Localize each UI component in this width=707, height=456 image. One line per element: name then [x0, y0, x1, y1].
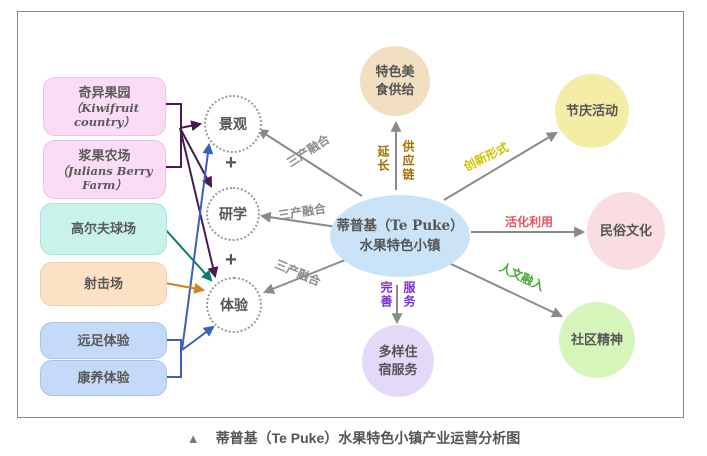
node-community-spirit: 社区精神: [559, 302, 635, 378]
node-line2: 食供给: [375, 82, 415, 97]
node-festival-activities: 节庆活动: [555, 74, 629, 148]
box-title: 浆果农场: [78, 147, 131, 163]
box-title: 奇异果园: [78, 84, 131, 100]
node-landscape: 景观: [204, 95, 262, 153]
node-folk-culture: 民俗文化: [587, 192, 665, 270]
node-line1: 多样住: [378, 344, 418, 359]
edge-label-supply-chain: 供应链: [401, 140, 415, 182]
node-line2: 宿服务: [378, 362, 418, 377]
node-label: 体验: [220, 297, 248, 313]
box-title: 高尔夫球场: [70, 221, 136, 236]
box-hiking-experience: 远足体验: [40, 322, 167, 359]
edge-label-service: 服务: [402, 281, 416, 309]
box-wellness-experience: 康养体验: [40, 360, 167, 396]
box-title: 康养体验: [77, 370, 130, 385]
caption-triangle-icon: ▲: [186, 430, 200, 446]
box-berry-farm: 浆果农场 （Julians Berry Farm）: [43, 140, 166, 199]
center-node-line2: 水果特色小镇: [359, 238, 441, 253]
node-line1: 社区精神: [570, 332, 623, 347]
node-study: 研学: [206, 187, 260, 241]
node-lodging-services: 多样住 宿服务: [362, 325, 434, 397]
center-node-te-puke: 蒂普基（Te Puke） 水果特色小镇: [330, 195, 470, 277]
node-specialty-food: 特色美 食供给: [360, 46, 430, 116]
box-kiwifruit-orchard: 奇异果园 （Kiwifruit country）: [43, 77, 166, 136]
box-subtitle: （Kiwifruit country）: [69, 100, 140, 129]
box-title: 射击场: [83, 276, 123, 291]
plus-sign-2: +: [225, 249, 237, 271]
node-line1: 民俗文化: [599, 223, 652, 238]
edge-label-improve: 完善: [379, 281, 393, 309]
caption-text: 蒂普基（Te Puke）水果特色小镇产业运营分析图: [215, 430, 521, 446]
edge-label-activation: 活化利用: [505, 215, 554, 229]
node-label: 景观: [219, 116, 247, 132]
box-golf-course: 高尔夫球场: [40, 203, 167, 255]
node-line1: 节庆活动: [565, 103, 618, 118]
figure-caption: ▲ 蒂普基（Te Puke）水果特色小镇产业运营分析图: [0, 428, 707, 448]
edge-label-extend: 延长: [376, 145, 390, 173]
plus-sign-1: +: [225, 152, 237, 174]
node-line1: 特色美: [375, 64, 415, 79]
node-experience: 体验: [206, 277, 262, 333]
center-node-line1: 蒂普基（Te Puke）: [336, 218, 464, 234]
box-title: 远足体验: [77, 332, 130, 348]
box-shooting-range: 射击场: [40, 262, 167, 306]
node-label: 研学: [219, 206, 247, 222]
box-subtitle: （Julians Berry Farm）: [56, 163, 153, 192]
